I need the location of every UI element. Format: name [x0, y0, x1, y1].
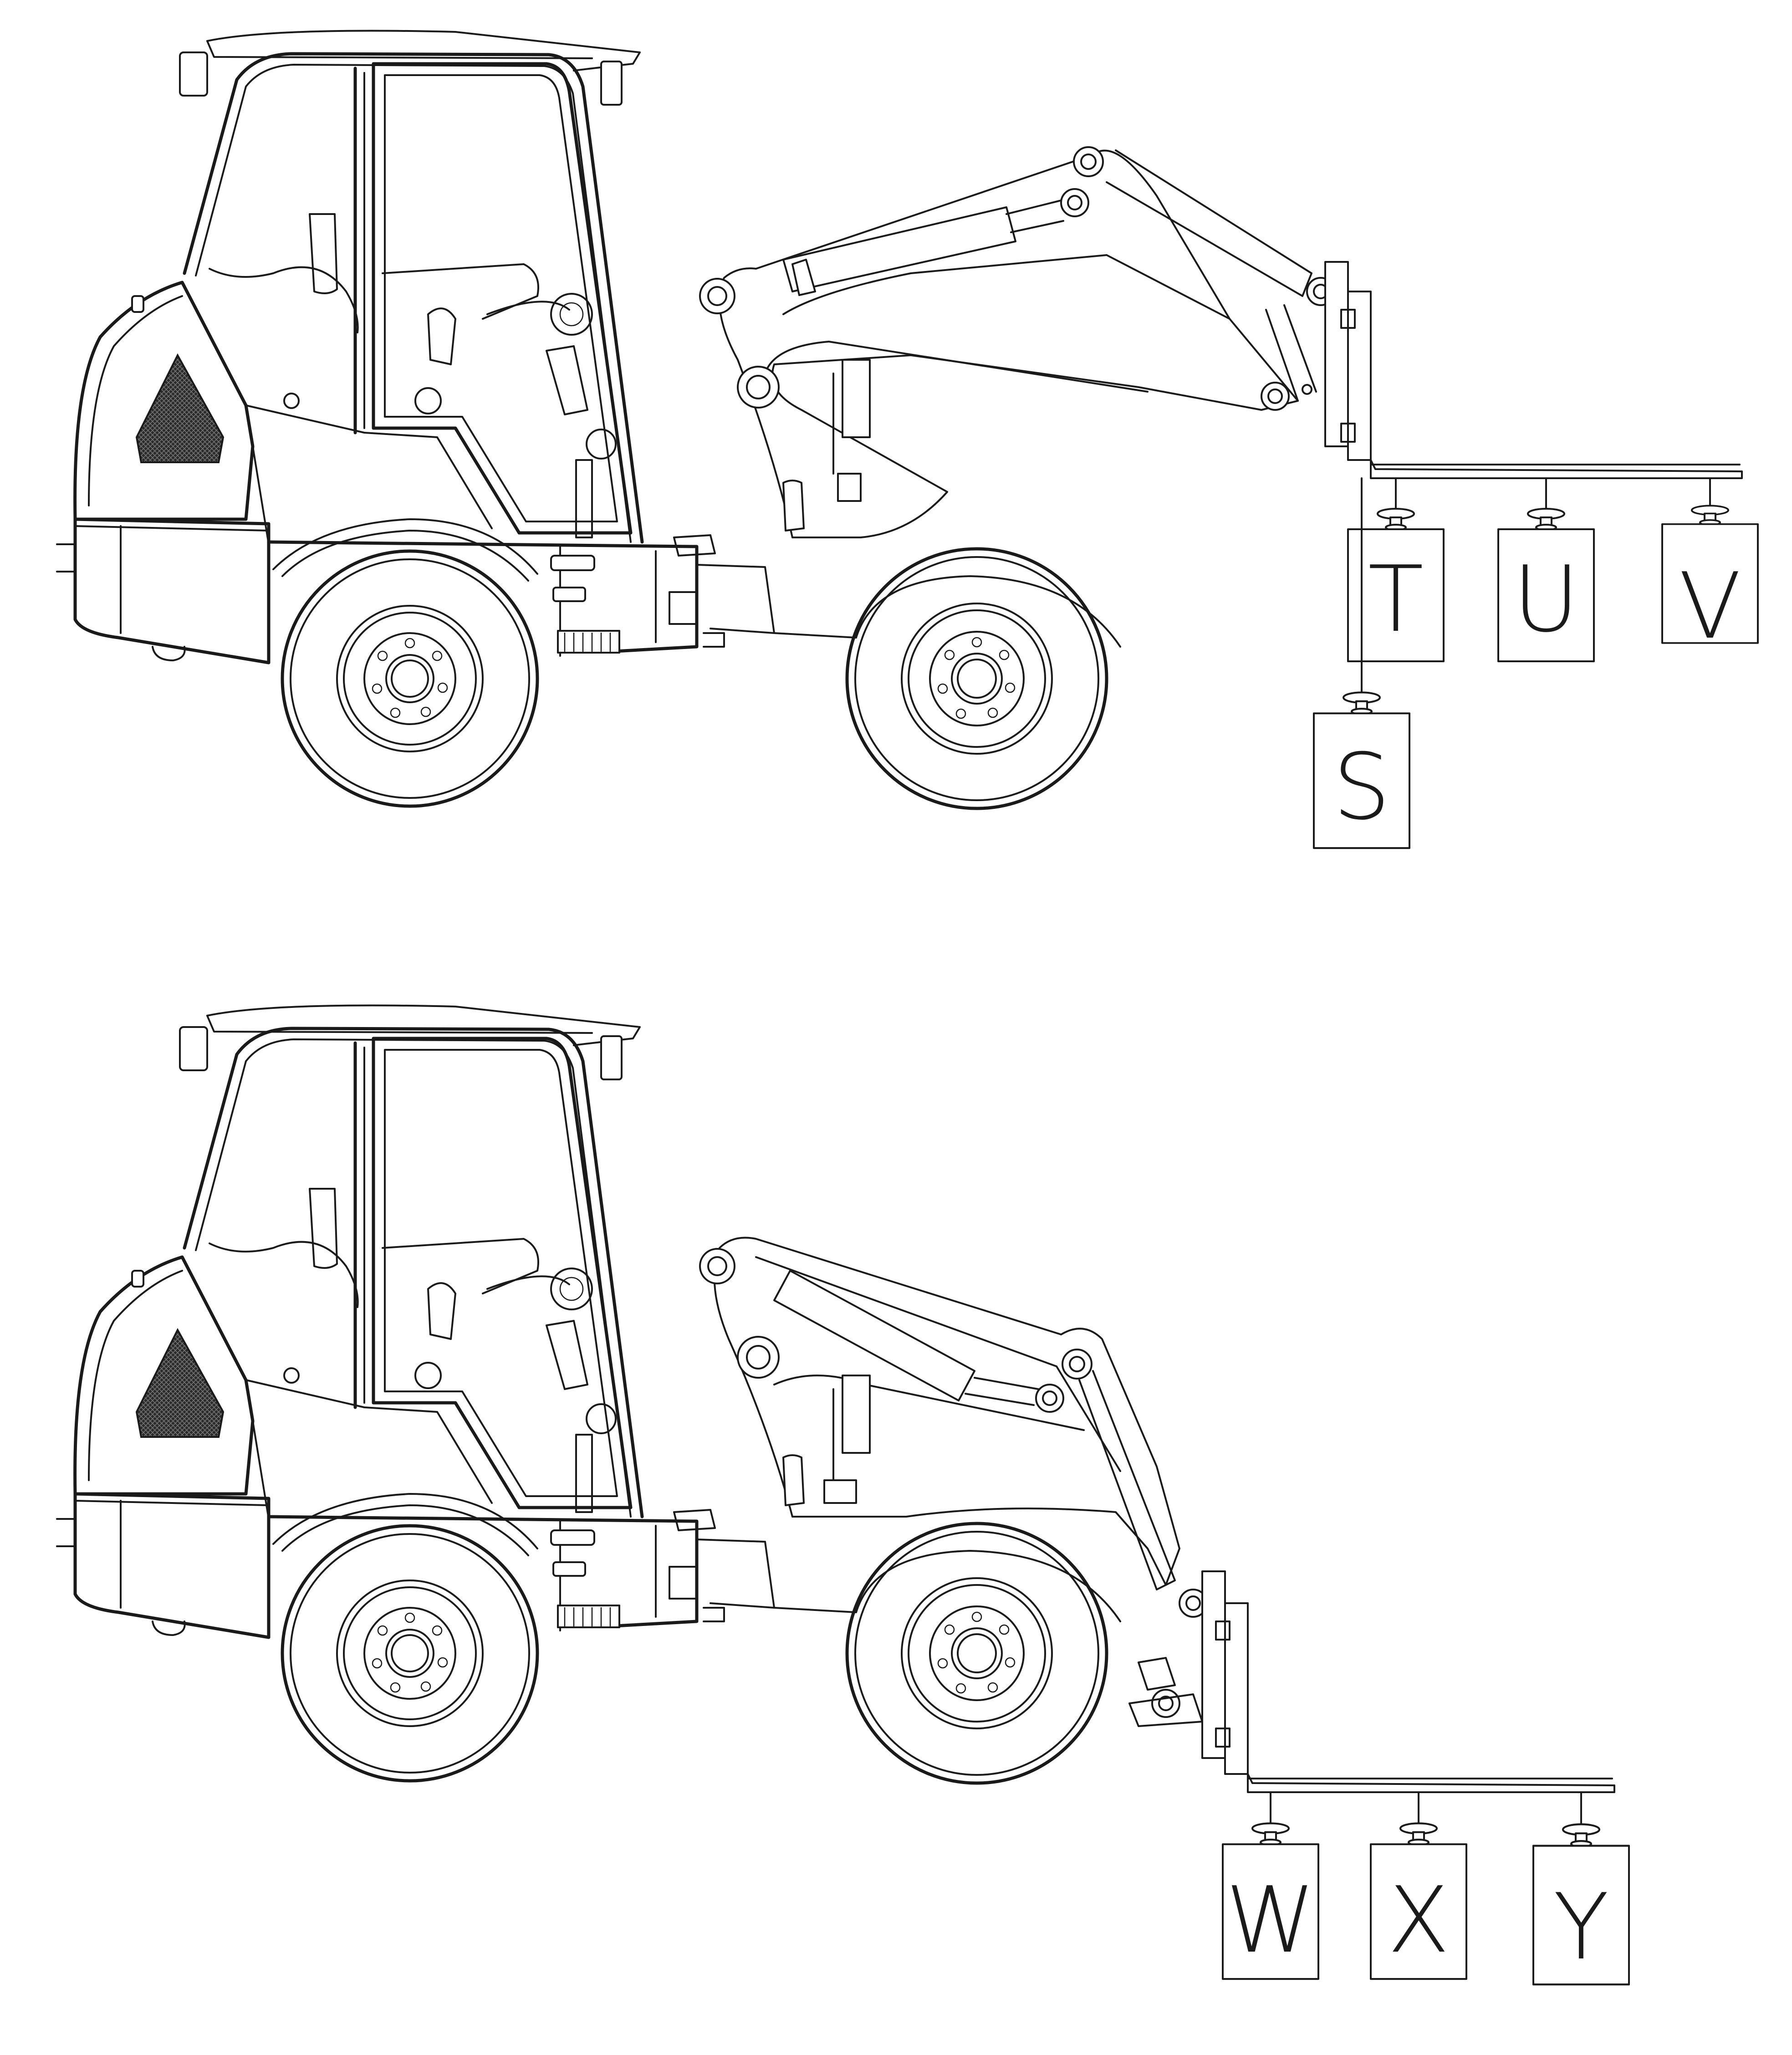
weight-Y: Y [1533, 1792, 1629, 1984]
lift-arm [699, 146, 1335, 538]
weight-label-X: X [1387, 1867, 1450, 1973]
fork [1201, 1570, 1615, 1793]
weight-S: S [1314, 661, 1409, 848]
weight-label-W: W [1225, 1867, 1316, 1973]
lift-arm [699, 1237, 1208, 1727]
weight-label-U: U [1513, 547, 1579, 653]
weight-T: T [1347, 477, 1445, 662]
weight-label-T: T [1368, 547, 1424, 653]
loader-lowered: W X Y [57, 1006, 1629, 1985]
loader-body [57, 31, 1120, 809]
weight-label-V: V [1679, 553, 1741, 659]
weight-X: X [1371, 1792, 1466, 1979]
weight-label-Y: Y [1553, 1874, 1609, 1980]
fork [1324, 261, 1743, 479]
loader-raised: T U V S [57, 31, 1759, 849]
weight-label-S: S [1333, 734, 1391, 840]
weight-W: W [1223, 1792, 1318, 1979]
weight-V: V [1661, 477, 1759, 659]
weight-U: U [1497, 477, 1595, 662]
